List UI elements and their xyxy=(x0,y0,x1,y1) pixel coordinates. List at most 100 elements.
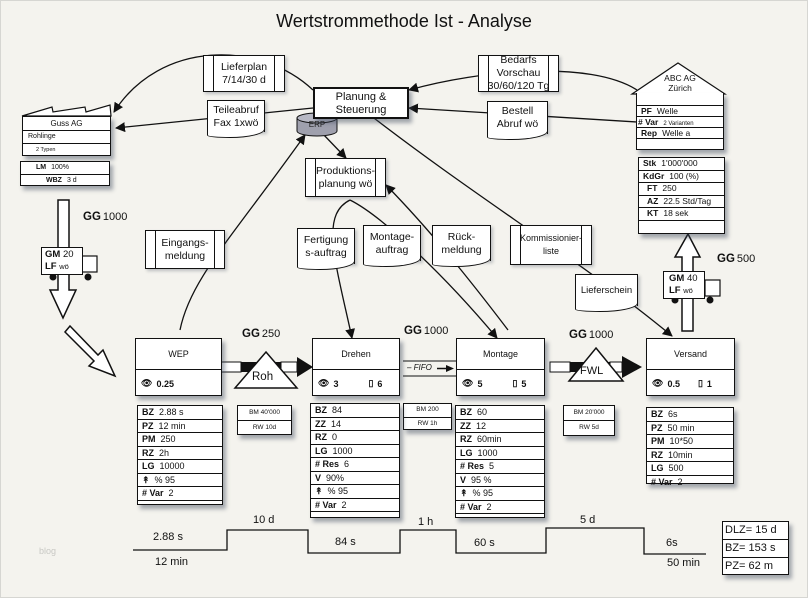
data-value: 12 min xyxy=(158,420,186,431)
data-row xyxy=(456,514,544,527)
station-icon: ▯ xyxy=(368,378,374,388)
customer-name-line: ABC AG xyxy=(664,73,696,83)
info-line: meldung xyxy=(164,249,206,262)
station-icon: ▯ xyxy=(697,378,703,388)
data-value: 5 xyxy=(489,461,495,471)
info-line: Eingangs- xyxy=(161,236,209,249)
timeline-value: 1 h xyxy=(418,516,434,528)
inventory-bm: BM 40'000 xyxy=(238,406,291,421)
row-key: KT xyxy=(647,208,659,218)
truck-key: LF xyxy=(669,285,681,296)
data-row: ↟% 95 xyxy=(311,485,399,499)
row-value: 22.5 Std/Tag xyxy=(663,195,712,206)
row-key: FT xyxy=(647,183,658,193)
customer-name-line: Zürich xyxy=(668,83,692,93)
data-key: # Var xyxy=(651,476,673,487)
data-value: 12 xyxy=(476,420,487,431)
data-value: 2 xyxy=(677,476,683,487)
data-key: BZ xyxy=(460,407,472,417)
gg-key: GG xyxy=(569,329,587,341)
data-value: 2 xyxy=(341,499,347,510)
data-value: 500 xyxy=(668,463,684,473)
info-line: 30/60/120 Tg xyxy=(487,80,550,92)
info-line: Produktions- xyxy=(316,164,375,177)
info-line: Lieferplan xyxy=(220,60,268,73)
timeline-process-time: 12 min xyxy=(155,556,189,568)
data-row: ↟% 95 xyxy=(138,474,222,487)
data-row: BZ 84 xyxy=(311,404,399,418)
inbound-shipment-arrow xyxy=(48,199,117,378)
info-value: 100% xyxy=(51,164,70,171)
row-key: AZ xyxy=(647,195,659,206)
station-count: 1 xyxy=(706,378,712,389)
info-line: Bedarfs xyxy=(500,54,537,66)
data-value: 95 % xyxy=(471,474,492,485)
row-value: 1'000'000 xyxy=(661,158,698,168)
data-key: BZ xyxy=(142,407,154,417)
data-key: V xyxy=(315,472,322,483)
gg-key: GG xyxy=(404,325,422,337)
data-value: 10*50 xyxy=(669,436,694,446)
inventory-info-box: BM 200 RW 1h xyxy=(403,403,452,430)
operator-icon: 👁︎ xyxy=(462,378,474,388)
fifo-label: – FIFO xyxy=(407,363,432,372)
station-count: 6 xyxy=(377,378,383,389)
info-line: Bestell xyxy=(501,105,534,117)
info-key: WBZ xyxy=(46,176,62,184)
data-value: 84 xyxy=(332,405,343,415)
info-produktionsplanung: Produktions- planung wö xyxy=(305,158,386,197)
data-value: 60min xyxy=(477,434,502,444)
data-value: 2h xyxy=(159,447,170,458)
line-erp-to-prod xyxy=(321,132,347,159)
data-value: 2 xyxy=(168,488,174,498)
operator-count: 0.25 xyxy=(156,378,174,389)
station-icon: ▯ xyxy=(512,378,518,388)
operator-icon: 👁︎ xyxy=(141,378,153,388)
info-eingangsmeldung: Eingangs- meldung xyxy=(145,230,225,269)
timeline-value: 10 d xyxy=(253,514,275,526)
total-dlz: DLZ= 15 d xyxy=(723,522,788,540)
data-key: BZ xyxy=(315,405,327,415)
inventory-rw: RW 10d xyxy=(252,424,277,431)
data-key: ZZ xyxy=(315,418,326,429)
inventory-label: FWL xyxy=(580,365,604,377)
inventory-rw: RW 5d xyxy=(579,424,599,431)
process-name: Montage xyxy=(457,339,544,370)
timeline-value: 84 s xyxy=(335,536,356,548)
inventory-info-box: BM 40'000 RW 10d xyxy=(237,405,292,435)
row-key: KdGr xyxy=(643,170,665,181)
inventory-bm: BM 200 xyxy=(404,404,451,418)
data-value: % 95 xyxy=(154,474,176,485)
page-title: Wertstrommethode Ist - Analyse xyxy=(276,11,532,31)
timeline-process-time: 50 min xyxy=(667,557,701,569)
row-key: Rep xyxy=(641,128,658,138)
control-label-line: Planung & xyxy=(335,91,387,103)
row-key: # Var xyxy=(638,117,659,127)
data-value: 6 xyxy=(344,459,350,469)
data-value: 90% xyxy=(326,472,345,483)
row-key: Stk xyxy=(643,158,657,168)
data-key: RZ xyxy=(315,432,327,442)
data-value: 1000 xyxy=(332,445,353,456)
gg-key: GG xyxy=(242,328,260,340)
truck-key: GM xyxy=(45,249,61,260)
fifo-lane xyxy=(403,360,456,377)
process-name: WEP xyxy=(136,339,221,370)
info-teileabruf: Teileabruf Fax 1xwö xyxy=(207,100,265,138)
